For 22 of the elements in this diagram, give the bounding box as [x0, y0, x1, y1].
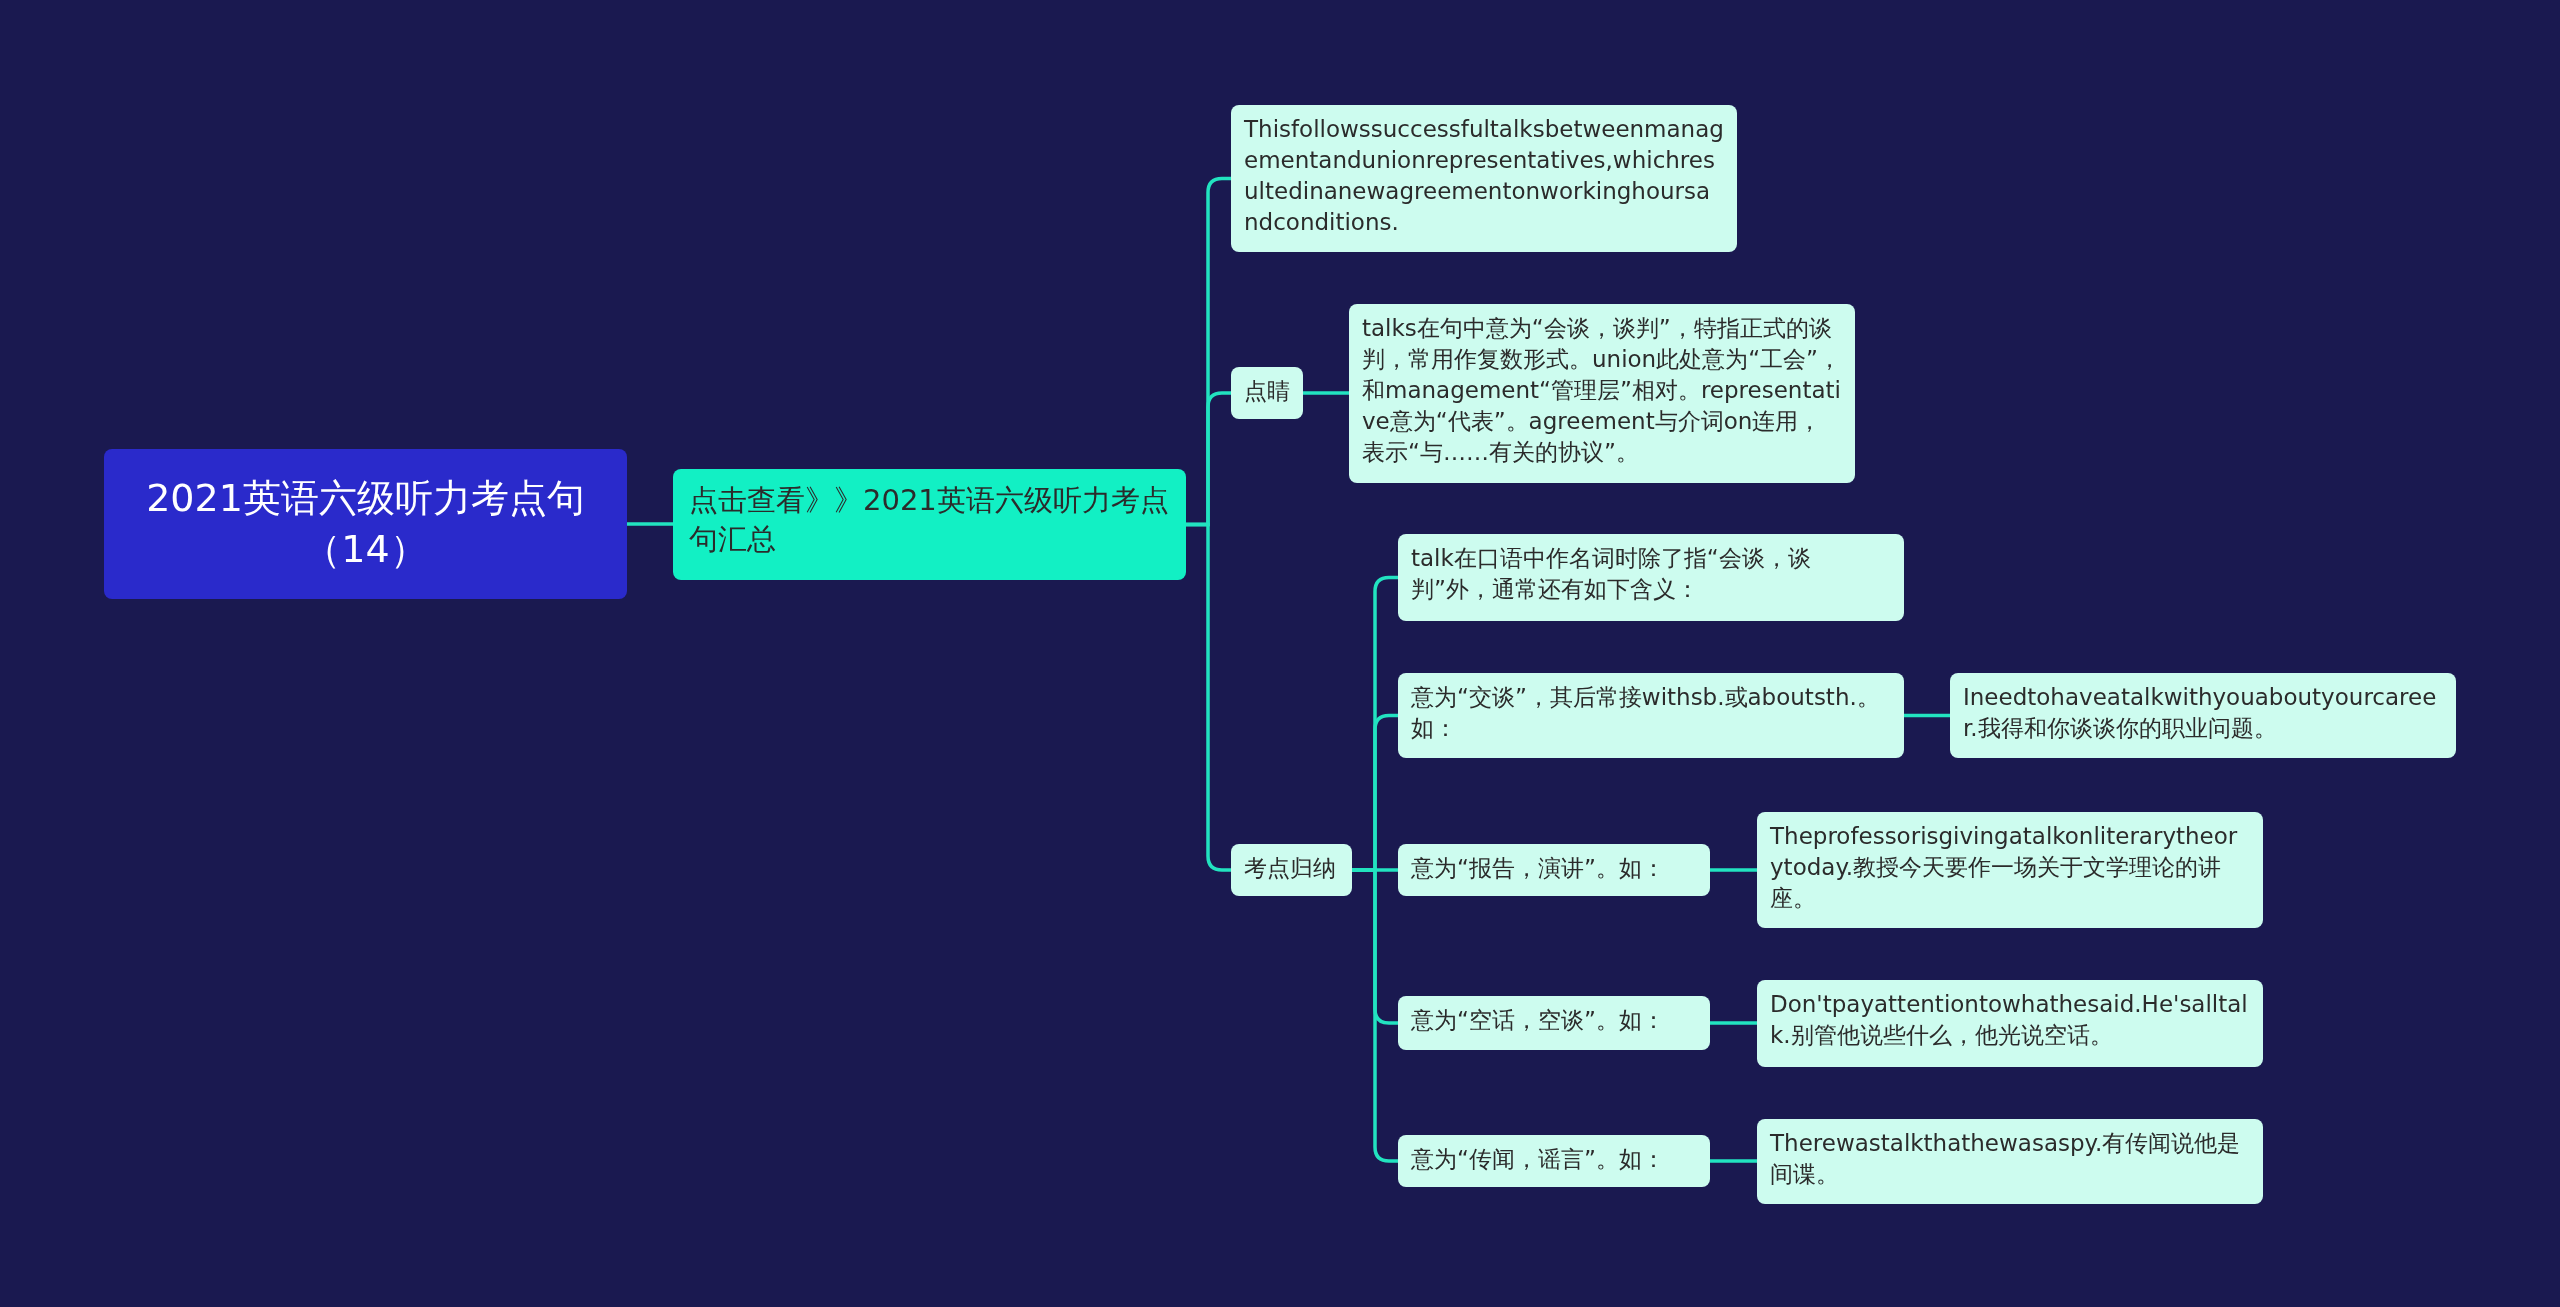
topic-box: Therewastalkthathewasaspy.有传闻说他是间谍。	[1757, 1119, 2263, 1204]
connector-line	[1904, 713, 1950, 718]
topic-box: 意为“传闻，谣言”。如：	[1398, 1135, 1710, 1187]
topic-box: 意为“空话，空谈”。如：	[1398, 996, 1710, 1050]
connector-line	[627, 522, 673, 526]
topic-box: Don'tpayattentiontowhathesaid.He'salltalk.别管他说些什么，他光说空话。	[1757, 980, 2263, 1067]
connector-line	[1710, 1021, 1757, 1025]
topic-box: Thisfollowssuccessfultalksbetweenmanagementandunionrepresentatives,whichresultedinanewagreementonworkinghoursandconditions.	[1231, 105, 1737, 252]
topic-box: Ineedtohaveatalkwithyouaboutyourcareer.我得和你谈谈你的职业问题。	[1950, 673, 2456, 758]
connector-line	[1710, 868, 1757, 872]
title-box: 2021英语六级听力考点句（14）	[104, 449, 627, 599]
connector-line	[1710, 1159, 1757, 1163]
topic-box: 意为“交谈”，其后常接withsb.或aboutsth.。如：	[1398, 673, 1904, 758]
topic-box: 点睛	[1231, 367, 1303, 419]
topic-box: talk在口语中作名词时除了指“会谈，谈判”外，通常还有如下含义：	[1398, 534, 1904, 621]
topic-box: 点击查看》》2021英语六级听力考点句汇总	[673, 469, 1186, 580]
connector-line	[1303, 391, 1349, 395]
topic-box: 考点归纳	[1231, 844, 1352, 896]
topic-box: Theprofessorisgivingatalkonliterarytheorytoday.教授今天要作一场关于文学理论的讲座。	[1757, 812, 2263, 928]
topic-box: talks在句中意为“会谈，谈判”，特指正式的谈判，常用作复数形式。union此处意为“工会”，和management“管理层”相对。representative意为“代表”。agreement与介词on连用，表示“与……有关的协议”。	[1349, 304, 1855, 483]
connector-line	[1186, 522, 1231, 872]
topic-box: 意为“报告，演讲”。如：	[1398, 844, 1710, 896]
